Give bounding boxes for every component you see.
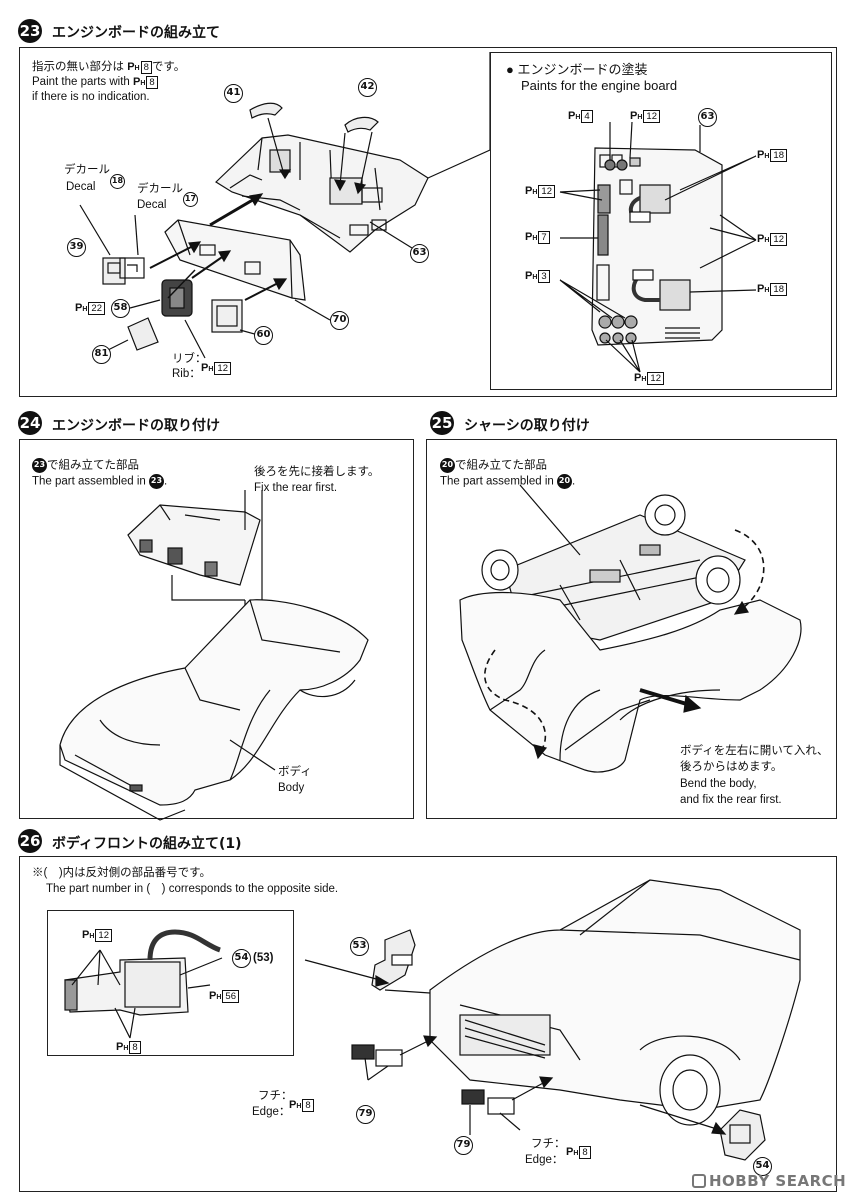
part-79-label-right: 79 [454, 1136, 473, 1155]
step-24-rear-jp: 後ろを先に接着します。 [254, 466, 380, 478]
part-53-label: 53 [350, 937, 369, 956]
paint-inset-title-jp: ● エンジンボードの塗装 [506, 62, 648, 77]
part-60-label: 60 [254, 326, 273, 345]
step-26-number: 26 [18, 829, 42, 853]
decal-17-number: 17 [183, 192, 198, 207]
step-24-rear-en: Fix the rear first. [254, 482, 338, 494]
step-23-title: エンジンボードの組み立て [52, 25, 220, 41]
decal-18-en: Decal [66, 181, 96, 193]
hobby-search-logo-icon [692, 1174, 706, 1188]
part-79-label-left: 79 [356, 1105, 375, 1124]
edge-label-jp-right: フチ： [531, 1138, 566, 1150]
decal-18-number: 18 [110, 174, 125, 189]
step-26-title: ボディフロントの組み立て(1) [52, 836, 242, 852]
edge-label-en-left: Edge： [252, 1106, 291, 1118]
step-26-inset-panel [47, 910, 294, 1056]
hobby-search-watermark: HOBBY SEARCH [692, 1172, 846, 1190]
part-54-label: 54 [753, 1157, 772, 1176]
part-70-label: 70 [330, 311, 349, 330]
decal-17-en: Decal [137, 199, 167, 211]
step-24-ref-en: The part assembled in 23. [32, 474, 168, 489]
step-24-number: 24 [18, 411, 42, 435]
part-81-label: 81 [92, 345, 111, 364]
step-24-title: エンジンボードの取り付け [52, 418, 220, 434]
step-26-note-jp: ※( )内は反対側の部品番号です。 [32, 867, 212, 879]
part-63-label: 63 [410, 244, 429, 263]
part-41-label: 41 [224, 84, 243, 103]
decal-18-jp: デカール [64, 164, 110, 176]
step-23-panel [19, 47, 837, 397]
step-25-bend-jp-2: 後ろからはめます。 [680, 761, 783, 773]
step-25-bend-jp-1: ボディを左右に開いて入れ、 [680, 745, 829, 757]
step-24-body-jp: ボディ [278, 766, 312, 778]
rib-label-jp: リブ： [172, 353, 207, 365]
step-24-body-en: Body [278, 782, 305, 794]
rib-label-en: Rib： [172, 368, 201, 380]
step-25-ref-en: The part assembled in 20. [440, 474, 576, 489]
inset-part-53-pair: (53) [253, 952, 274, 964]
step-26-panel [19, 856, 837, 1192]
inset-part-63-label: 63 [698, 108, 717, 127]
part-42-label: 42 [358, 78, 377, 97]
step-25-number: 25 [430, 411, 454, 435]
decal-17-jp: デカール [137, 183, 183, 195]
step-23-number: 23 [18, 19, 42, 43]
step-26-note-en: The part number in ( ) corresponds to th… [46, 883, 339, 895]
paint-inset-title-en: Paints for the engine board [521, 78, 678, 93]
step-25-title: シャーシの取り付け [464, 418, 590, 434]
part-58-label: 58 [111, 299, 130, 318]
inset-part-54-label: 54 [232, 949, 251, 968]
step-25-bend-en-1: Bend the body, [680, 778, 757, 790]
engine-board-paint-inset [490, 52, 832, 390]
part-39-label: 39 [67, 238, 86, 257]
step-23-note-en-2: if there is no indication. [32, 91, 150, 103]
step-25-bend-en-2: and fix the rear first. [680, 794, 782, 806]
step-25-panel [426, 439, 837, 819]
edge-label-jp-left: フチ： [258, 1090, 293, 1102]
edge-label-en-right: Edge： [525, 1154, 564, 1166]
step-24-panel [19, 439, 414, 819]
